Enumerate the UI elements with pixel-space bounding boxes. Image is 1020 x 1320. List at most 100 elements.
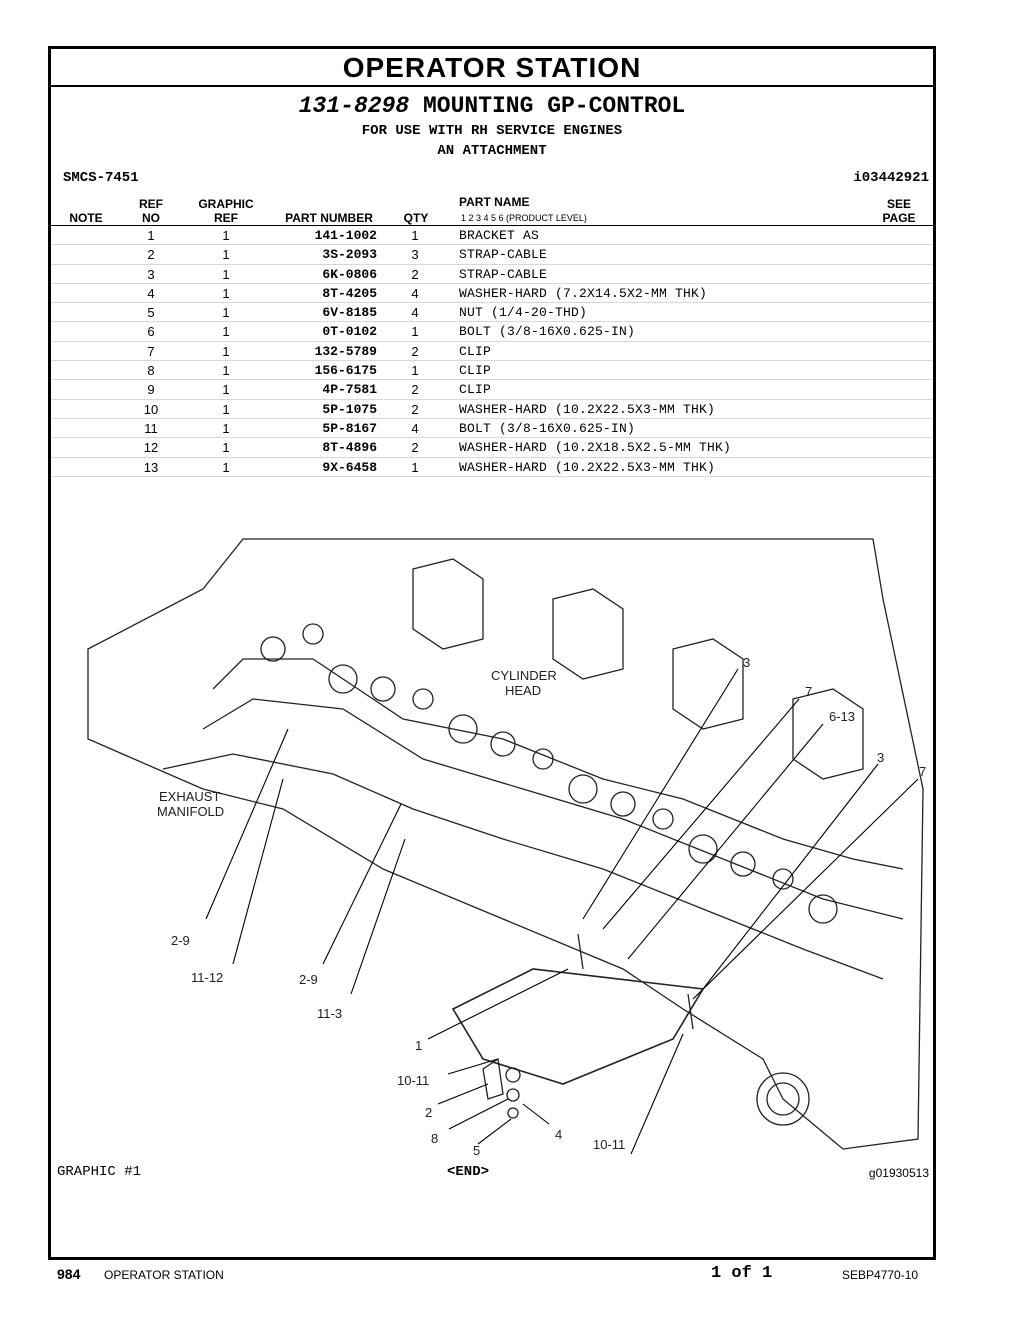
part-number-cell: 5P-8167 — [322, 420, 377, 436]
graphic-ref-cell: 1 — [222, 266, 230, 282]
group-subtitle-1: FOR USE WITH RH SERVICE ENGINES — [361, 123, 623, 139]
ref-cell: 11 — [144, 420, 158, 436]
col-note: NOTE — [69, 211, 103, 225]
header-rule — [51, 225, 933, 226]
callout-3a: 3 — [743, 655, 750, 670]
table-row: 2 1 3S-2093 3 STRAP-CABLE — [51, 245, 933, 265]
label-cylinder-head-2: HEAD — [505, 683, 541, 698]
graphic-label: GRAPHIC #1 — [57, 1164, 142, 1180]
part-name-cell: STRAP-CABLE — [459, 266, 548, 282]
part-name-cell: WASHER-HARD (10.2X18.5X2.5-MM THK) — [459, 440, 732, 456]
col-ref-1: REF — [139, 197, 163, 211]
label-exhaust-2: MANIFOLD — [157, 804, 224, 819]
part-name-cell: WASHER-HARD (10.2X22.5X3-MM THK) — [459, 459, 716, 475]
graphic-ref-cell: 1 — [222, 420, 230, 436]
qty-cell: 2 — [411, 401, 419, 417]
section-title: OPERATOR STATION — [51, 49, 933, 87]
col-qty: QTY — [403, 211, 429, 225]
ref-cell: 6 — [147, 324, 155, 340]
qty-cell: 2 — [411, 382, 419, 398]
graphic-ref-cell: 1 — [222, 401, 230, 417]
callout-2: 2 — [425, 1105, 432, 1120]
part-name-cell: CLIP — [459, 382, 492, 398]
part-name-cell: STRAP-CABLE — [459, 247, 548, 263]
col-part-name: PART NAME — [459, 195, 530, 209]
footer-doc-number: SEBP4770-10 — [842, 1268, 919, 1282]
part-name-cell: WASHER-HARD (10.2X22.5X3-MM THK) — [459, 401, 716, 417]
graphic-ref-cell: 1 — [222, 285, 230, 301]
ref-cell: 9 — [147, 382, 155, 398]
callout-11-3: 11-3 — [317, 1006, 342, 1021]
part-name-cell: WASHER-HARD (7.2X14.5X2-MM THK) — [459, 285, 708, 301]
graphic-ref-cell: 1 — [222, 305, 230, 321]
qty-cell: 1 — [411, 324, 419, 340]
graphic-ref-cell: 1 — [222, 363, 230, 379]
qty-cell: 4 — [411, 420, 419, 436]
part-number-cell: 141-1002 — [314, 228, 377, 243]
part-number-cell: 5P-1075 — [322, 401, 377, 417]
graphic-ref-cell: 1 — [222, 459, 230, 475]
part-name-cell: NUT (1/4-20-THD) — [459, 305, 588, 321]
qty-cell: 2 — [411, 343, 419, 359]
part-number-cell: 0T-0102 — [322, 324, 377, 340]
ref-cell: 8 — [147, 363, 155, 379]
col-see-2: PAGE — [882, 211, 916, 225]
graphic-code: g01930513 — [868, 1166, 929, 1180]
footer-page-number: 984 — [57, 1266, 81, 1282]
graphic-ref-cell: 1 — [222, 247, 230, 263]
part-number-cell: 132-5789 — [314, 343, 377, 359]
part-name-cell: BOLT (3/8-16X0.625-IN) — [459, 420, 636, 436]
graphic-ref-cell: 1 — [222, 324, 230, 340]
footer-section: OPERATOR STATION — [104, 1268, 224, 1282]
label-exhaust-1: EXHAUST — [159, 789, 220, 804]
ref-cell: 7 — [147, 343, 155, 359]
page-frame: OPERATOR STATION 131-8298 MOUNTING GP-CO… — [48, 46, 936, 1260]
ref-cell: 4 — [147, 285, 155, 301]
callout-7b: 7 — [919, 764, 926, 779]
part-number-cell: 3S-2093 — [322, 247, 377, 263]
group-title: 131-8298 MOUNTING GP-CONTROL — [51, 93, 933, 119]
part-name-cell: BOLT (3/8-16X0.625-IN) — [459, 324, 636, 340]
ref-cell: 10 — [143, 401, 159, 417]
ref-cell: 1 — [147, 228, 155, 243]
part-number-cell: 6K-0806 — [322, 266, 377, 282]
ref-cell: 3 — [147, 266, 155, 282]
callout-2-9b: 2-9 — [299, 972, 318, 987]
part-number-cell: 9X-6458 — [322, 459, 377, 475]
callout-10-11a: 10-11 — [397, 1073, 429, 1088]
label-cylinder-head-1: CYLINDER — [491, 668, 557, 683]
qty-cell: 4 — [411, 285, 419, 301]
group-part-number: 131-8298 — [298, 93, 410, 119]
table-row: 3 1 6K-0806 2 STRAP-CABLE — [51, 265, 933, 284]
ref-cell: 13 — [143, 459, 159, 475]
part-name-cell: BRACKET AS — [459, 228, 540, 243]
graphic-ref-cell: 1 — [222, 228, 230, 243]
qty-cell: 2 — [411, 440, 419, 456]
graphic-ref-cell: 1 — [222, 440, 230, 456]
ref-cell: 5 — [147, 305, 155, 321]
engine-illustration: CYLINDER HEAD EXHAUST MANIFOLD 3 7 6-13 — [87, 538, 926, 1158]
qty-cell: 2 — [411, 266, 419, 282]
part-name-cell: CLIP — [459, 343, 492, 359]
group-name: MOUNTING GP-CONTROL — [422, 93, 686, 119]
qty-cell: 1 — [411, 459, 419, 475]
smcs-code: SMCS-7451 — [63, 170, 139, 186]
qty-cell: 1 — [411, 363, 419, 379]
part-number-cell: 6V-8185 — [322, 305, 377, 321]
col-ref-2: NO — [142, 211, 160, 225]
qty-cell: 4 — [411, 305, 419, 321]
end-label: <END> — [447, 1164, 490, 1180]
callout-4: 4 — [555, 1127, 562, 1142]
ref-cell: 2 — [147, 247, 155, 263]
callout-11-12: 11-12 — [191, 970, 223, 985]
part-number-cell: 156-6175 — [314, 363, 377, 379]
callout-3b: 3 — [877, 750, 884, 765]
part-name-cell: CLIP — [459, 363, 492, 379]
qty-cell: 3 — [411, 247, 419, 263]
callout-8: 8 — [431, 1131, 438, 1146]
